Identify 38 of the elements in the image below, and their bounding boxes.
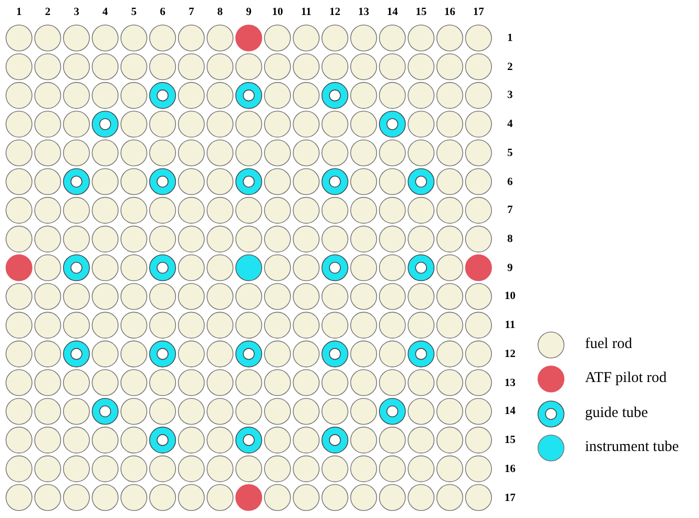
row-number: 10 bbox=[504, 290, 516, 302]
row-number: 17 bbox=[504, 492, 516, 504]
row-number: 12 bbox=[504, 348, 516, 360]
row-number: 15 bbox=[504, 434, 516, 446]
column-number: 3 bbox=[72, 6, 80, 18]
column-number: 8 bbox=[216, 6, 224, 18]
legend-label: ATF pilot rod bbox=[585, 369, 667, 388]
row-number: 1 bbox=[506, 32, 514, 44]
column-number: 14 bbox=[386, 6, 399, 18]
column-number: 1 bbox=[15, 6, 23, 18]
legend-label: guide tube bbox=[585, 404, 648, 422]
row-number: 16 bbox=[504, 462, 516, 475]
row-number: 4 bbox=[506, 118, 514, 130]
row-number: 3 bbox=[506, 89, 514, 102]
column-number: 4 bbox=[101, 6, 109, 18]
column-number: 15 bbox=[414, 6, 428, 18]
column-number: 7 bbox=[188, 6, 196, 18]
column-number: 13 bbox=[357, 6, 370, 18]
row-number: 14 bbox=[504, 405, 516, 418]
column-number: 2 bbox=[44, 6, 52, 18]
row-number: 7 bbox=[506, 204, 514, 216]
column-number: 16 bbox=[443, 6, 456, 18]
column-number: 11 bbox=[300, 6, 312, 18]
row-number: 2 bbox=[506, 60, 514, 73]
row-number: 6 bbox=[506, 176, 514, 188]
column-number: 10 bbox=[270, 6, 284, 18]
row-number: 9 bbox=[506, 262, 514, 274]
column-number: 17 bbox=[472, 6, 486, 18]
column-number: 6 bbox=[158, 6, 166, 18]
row-number: 8 bbox=[506, 233, 514, 246]
column-number: 5 bbox=[130, 6, 138, 18]
row-number: 13 bbox=[504, 376, 516, 389]
row-number: 11 bbox=[504, 319, 516, 332]
column-number: 9 bbox=[245, 6, 252, 18]
legend-label: fuel rod bbox=[585, 335, 632, 353]
row-number: 5 bbox=[506, 146, 514, 159]
column-number: 12 bbox=[328, 6, 342, 18]
legend-label: instrument tube bbox=[585, 438, 679, 456]
